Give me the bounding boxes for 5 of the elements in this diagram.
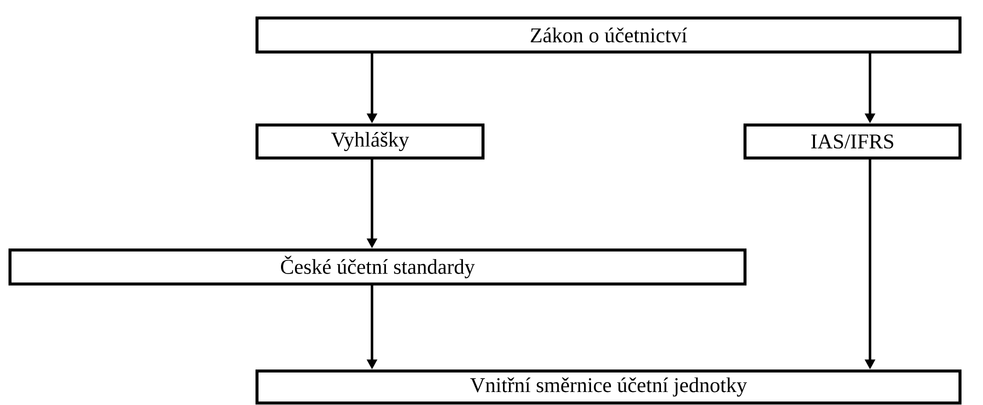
- process-box: České účetní standardy: [8, 248, 746, 286]
- process-box: Vnitřní směrnice účetní jednotky: [256, 370, 962, 404]
- process-box: IAS/IFRS: [744, 124, 962, 160]
- process-box: Zákon o účetnictví: [256, 16, 962, 54]
- process-box: Vyhlášky: [256, 124, 484, 160]
